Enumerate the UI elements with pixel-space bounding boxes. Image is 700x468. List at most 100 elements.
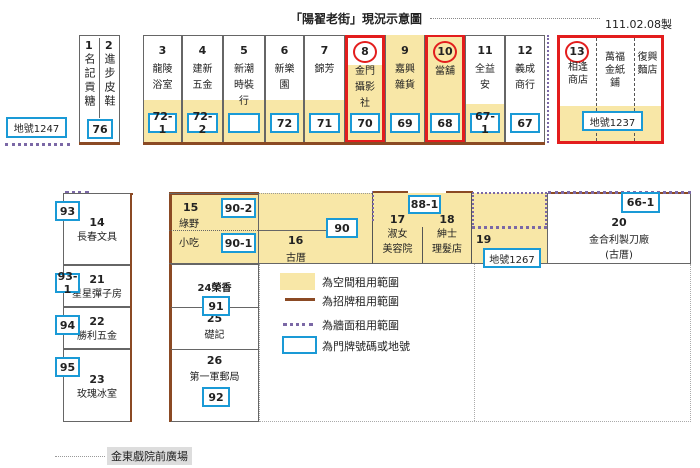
shop-name: 復興 麵店 xyxy=(637,52,658,76)
shop-name: 金門 攝影 社 xyxy=(355,66,375,109)
shop-number: 1 xyxy=(85,39,93,52)
door-number-box: 95 xyxy=(55,357,80,377)
legend-label: 為牆面租用範圍 xyxy=(322,319,399,332)
shop-number: 5 xyxy=(240,44,248,57)
shop-15: 15 綠野 小吃 xyxy=(169,193,259,264)
shop-name: 長春文具 xyxy=(77,232,117,243)
wall-rental-marker xyxy=(547,35,549,143)
divider xyxy=(596,38,597,141)
shop-name: 古厝 xyxy=(286,253,306,264)
shop-name: 紳士 理髮店 xyxy=(432,229,462,255)
shop-name: 相逢 商店 xyxy=(568,62,588,86)
shop-name: 24榮香 xyxy=(197,283,232,294)
shop-subtitle: (古厝) xyxy=(605,250,633,261)
legend-label: 為招牌租用範圍 xyxy=(322,295,399,308)
door-number-box: 76 xyxy=(87,119,113,139)
sign-rental-marker xyxy=(129,193,132,422)
shop-number: 4 xyxy=(198,44,207,57)
sign-rental-marker xyxy=(373,191,408,193)
lot-1247-box: 地號1247 xyxy=(6,117,67,138)
shop-number: 18 xyxy=(439,213,455,226)
door-number-box: 68 xyxy=(430,113,460,133)
shop-name: 錦芳 xyxy=(314,64,335,75)
door-number-box: 91 xyxy=(202,296,230,316)
legend-wall-swatch xyxy=(283,323,313,326)
shop-name: 綠野 xyxy=(179,219,199,230)
shop-number: 23 xyxy=(89,372,105,386)
shop-number: 7 xyxy=(320,44,329,57)
legend-label: 為門牌號碼或地號 xyxy=(322,340,410,353)
divider xyxy=(422,227,423,263)
shop-number: 21 xyxy=(89,273,105,286)
shop-name: 義成 商行 xyxy=(515,64,535,91)
wall-rental-marker xyxy=(472,192,547,229)
shop-name: 小吃 xyxy=(179,238,199,249)
shop-number: 12 xyxy=(517,44,533,57)
wall-rental-marker xyxy=(65,191,89,194)
title-dotted-line xyxy=(430,18,600,19)
divider xyxy=(169,230,258,231)
legend-sign-swatch xyxy=(285,298,315,301)
shop-name: 全益 安 xyxy=(475,64,495,91)
door-number-box: 69 xyxy=(390,113,420,133)
date-label: 111.02.08製 xyxy=(605,18,672,31)
shop-number: 10 xyxy=(433,41,457,63)
sign-rental-marker xyxy=(143,142,545,145)
door-number-box: 66-1 xyxy=(621,192,660,213)
shop-number: 26 xyxy=(206,354,223,367)
shop-number: 6 xyxy=(280,44,289,57)
shop-name: 新潮 時裝 行 xyxy=(234,64,254,107)
wall-rental-marker xyxy=(548,191,691,194)
lot-1267-box: 地號1267 xyxy=(483,248,541,268)
divider xyxy=(171,349,258,350)
wall-rental-marker xyxy=(372,191,374,221)
shop-name: 萬福 金紙 鋪 xyxy=(605,52,625,89)
door-number-box: 72 xyxy=(270,113,299,133)
shops-17-18: 17 淑女 美容院 18 紳士 理髮店 xyxy=(372,191,473,264)
shop-name: 金合利製刀廠 xyxy=(589,235,649,246)
shop-name: 第一軍郵局 xyxy=(189,372,240,383)
shop-number: 17 xyxy=(389,213,406,226)
shop-name: 嘉興 雜貨 xyxy=(395,64,415,91)
door-number-box: 90 xyxy=(326,218,358,238)
shop-number: 14 xyxy=(89,216,105,229)
shop-number: 3 xyxy=(158,44,167,57)
dotted-line xyxy=(55,456,105,457)
door-number-box: 94 xyxy=(55,315,80,335)
wall-rental-marker xyxy=(5,143,70,146)
diagram-title: 「陽翟老街」現況示意圖 xyxy=(290,12,423,26)
legend-space-swatch xyxy=(280,273,315,290)
divider xyxy=(474,264,475,421)
door-number-box xyxy=(228,113,260,133)
legend-label: 為空間租用範圍 xyxy=(322,276,399,289)
door-number-box: 67 xyxy=(510,113,540,133)
shop-number: 11 xyxy=(477,44,493,57)
shop-number: 8 xyxy=(353,41,377,63)
door-number-box: 92 xyxy=(202,387,230,407)
legend-door-swatch xyxy=(282,336,317,354)
shop-20: 20 金合利製刀廠 (古厝) xyxy=(547,191,691,264)
shop-name: 玫瑰冰室 xyxy=(77,388,117,400)
shop-name: 龍陵 浴室 xyxy=(152,64,173,91)
door-number-box: 70 xyxy=(350,113,380,133)
sign-rental-marker xyxy=(446,191,473,193)
shop-name: 進步皮鞋 xyxy=(103,53,116,109)
shop-16: 16 古厝 xyxy=(259,193,372,264)
shop-name: 建新 五金 xyxy=(192,64,213,91)
shop-name: 勝利五金 xyxy=(77,331,117,342)
shop-number: 9 xyxy=(401,44,409,57)
door-number-box: 90-2 xyxy=(221,198,256,218)
divider xyxy=(259,230,326,231)
door-number-box: 90-1 xyxy=(221,233,256,253)
shop-number: 16 xyxy=(288,234,304,247)
shop-number: 22 xyxy=(89,315,105,328)
shop-name: 當舖 xyxy=(435,66,455,77)
open-area xyxy=(259,264,691,422)
door-number-box: 93-1 xyxy=(55,270,80,296)
door-number-box: 93 xyxy=(55,201,80,221)
shop-number: 19 xyxy=(476,233,492,246)
shop-name: 礎記 xyxy=(204,330,225,341)
shop-number: 13 xyxy=(565,41,589,63)
divider xyxy=(99,38,100,118)
shop-number: 15 xyxy=(183,201,199,214)
